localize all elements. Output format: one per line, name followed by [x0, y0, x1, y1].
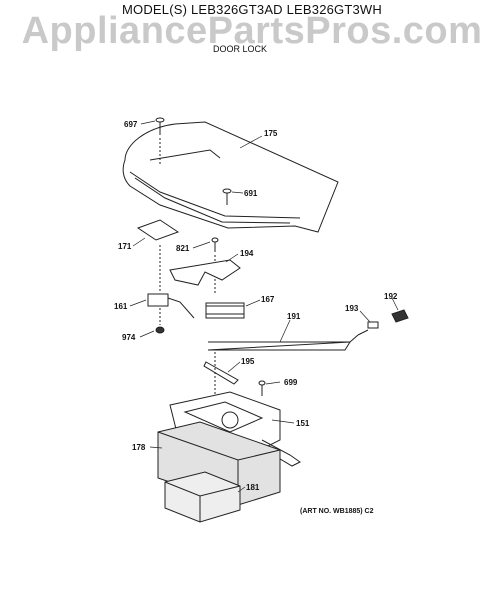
label-151: 151 — [296, 419, 310, 428]
label-181: 181 — [246, 483, 260, 492]
label-691: 691 — [244, 189, 258, 198]
label-974: 974 — [122, 333, 136, 342]
part-171-pad — [136, 219, 180, 241]
label-167: 167 — [261, 295, 275, 304]
part-699-screw — [258, 380, 266, 396]
label-821: 821 — [176, 244, 190, 253]
label-195: 195 — [241, 357, 255, 366]
label-699: 699 — [284, 378, 298, 387]
part-167-block — [205, 302, 245, 319]
part-691-screw — [222, 188, 232, 205]
part-974-nut — [155, 326, 165, 334]
label-171: 171 — [118, 242, 132, 251]
section-title: DOOR LOCK — [212, 44, 267, 54]
part-191-rod — [207, 329, 369, 351]
label-193: 193 — [345, 304, 359, 313]
model-line: MODEL(S) LEB326GT3AD LEB326GT3WH — [122, 2, 382, 17]
label-697: 697 — [124, 120, 138, 129]
leader-lines — [129, 120, 399, 493]
label-192: 192 — [384, 292, 398, 301]
label-178: 178 — [132, 443, 146, 452]
label-175: 175 — [264, 129, 278, 138]
part-161-switch — [147, 245, 195, 325]
part-697-screw — [155, 117, 165, 165]
part-194-bracket — [169, 259, 241, 286]
label-161: 161 — [114, 302, 128, 311]
art-number: (ART NO. WB1885) C2 — [300, 508, 374, 515]
part-195-strip — [203, 352, 239, 400]
watermark-logo: AppliancePartsPros.com — [21, 10, 483, 52]
label-194: 194 — [240, 249, 254, 258]
label-191: 191 — [287, 312, 301, 321]
part-192-tip — [391, 309, 409, 323]
part-175-cover — [122, 121, 339, 233]
part-193-link — [367, 321, 379, 329]
part-181-pad — [164, 471, 241, 523]
